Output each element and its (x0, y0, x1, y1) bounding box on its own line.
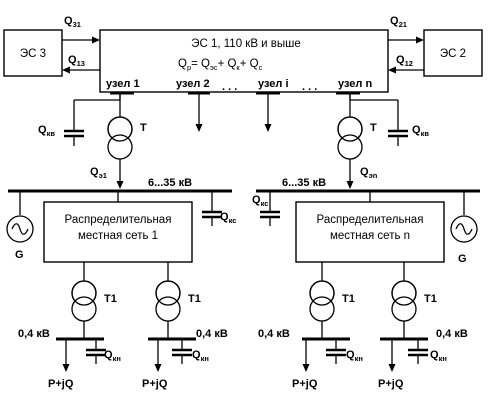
svg-text:G: G (458, 253, 467, 265)
svg-text:местная сеть 1: местная сеть 1 (78, 230, 158, 242)
svg-text:Qкс: Qкс (252, 194, 268, 208)
es3-block: ЭС 3 (3, 29, 63, 77)
es1-block: ЭС 1, 110 кВ и выше Qр= Qэс+ Qк+ Qс узел… (99, 29, 389, 95)
right-lv-bus-b: 0,4 кВ P+jQ Qкн (378, 328, 468, 390)
right-t1-a: Т1 (309, 262, 355, 338)
left-transformer-t: Т Qэ1 (90, 93, 147, 189)
right-bus-capacitor: Qкс (252, 191, 280, 226)
svg-text:Q21: Q21 (390, 15, 407, 29)
right-flow-qen: Qэn (360, 166, 378, 180)
es3-label: ЭС 3 (20, 48, 46, 60)
svg-text:0,4 кВ: 0,4 кВ (258, 328, 290, 340)
node-dots-1: . . . (222, 81, 237, 93)
svg-text:0,4 кВ: 0,4 кВ (436, 328, 468, 340)
node-i-label: узел i (258, 78, 289, 90)
svg-text:Т1: Т1 (342, 293, 355, 305)
svg-text:P+jQ: P+jQ (48, 378, 74, 390)
node-1-label: узел 1 (106, 78, 140, 90)
svg-text:местная сеть n: местная сеть n (330, 230, 410, 242)
es2-label: ЭС 2 (440, 48, 466, 60)
node-i-flow (264, 93, 272, 132)
left-mv-voltage: 6...35 кВ (148, 177, 192, 189)
svg-text:Qкн: Qкн (430, 349, 447, 363)
svg-text:0,4 кВ: 0,4 кВ (18, 328, 50, 340)
right-distribution-network: Распределительная местная сеть n (295, 191, 445, 263)
svg-text:Т1: Т1 (188, 293, 201, 305)
left-transformer-label: Т (140, 122, 147, 134)
node-n-label: узел n (338, 78, 372, 90)
node-dots-2: . . . (302, 81, 317, 93)
node-2-label: узел 2 (176, 78, 210, 90)
right-mv-bus: 6...35 кВ (256, 177, 480, 193)
left-mv-bus: 6...35 кВ (8, 177, 232, 193)
svg-text:Распределительная: Распределительная (317, 214, 424, 226)
node-2-flow (195, 93, 203, 132)
es2-block: ЭС 2 (423, 29, 483, 77)
svg-text:Т1: Т1 (424, 293, 437, 305)
svg-text:0,4 кВ: 0,4 кВ (196, 328, 228, 340)
flow-q12: Q12 (388, 54, 424, 74)
right-node-capacitor: Qкв (349, 93, 429, 146)
left-node-capacitor: Qкв (38, 93, 121, 146)
svg-text:Qкн: Qкн (192, 349, 209, 363)
svg-text:Т1: Т1 (104, 293, 117, 305)
left-t1-b: Т1 (155, 262, 201, 338)
left-lv-bus-a: 0,4 кВ P+jQ Qкн (18, 328, 121, 390)
svg-text:Q13: Q13 (68, 54, 85, 68)
svg-text:Q12: Q12 (396, 54, 413, 68)
svg-text:Q31: Q31 (64, 15, 81, 29)
right-t1-b: Т1 (391, 262, 437, 338)
svg-text:P+jQ: P+jQ (292, 378, 318, 390)
right-transformer-t: Т Qэn (337, 93, 378, 189)
svg-text:Qкс: Qкс (220, 211, 236, 225)
flow-q13: Q13 (62, 54, 100, 74)
right-transformer-label: Т (370, 122, 377, 134)
right-mv-voltage: 6...35 кВ (282, 177, 326, 189)
left-generator: G (6, 191, 34, 261)
es1-title: ЭС 1, 110 кВ и выше (191, 38, 301, 50)
svg-text:Распределительная: Распределительная (65, 214, 172, 226)
svg-text:P+jQ: P+jQ (142, 378, 168, 390)
left-t1-a: Т1 (71, 262, 117, 338)
svg-text:Qкв: Qкв (412, 124, 429, 138)
left-bus-capacitor: Qкс (202, 191, 236, 226)
svg-text:P+jQ: P+jQ (378, 378, 404, 390)
right-lv-bus-a: 0,4 кВ P+jQ Qкн (258, 328, 363, 390)
left-lv-bus-b: 0,4 кВ P+jQ Qкн (142, 328, 228, 390)
svg-text:Qкв: Qкв (38, 124, 55, 138)
svg-text:Qкн: Qкн (104, 349, 121, 363)
reactive-balance-equation: Qр= Qэс+ Qк+ Qс (178, 58, 263, 72)
left-distribution-network: Распределительная местная сеть 1 (43, 191, 193, 263)
right-generator: G (450, 191, 478, 265)
flow-q21: Q21 (388, 15, 424, 44)
left-flow-qe1: Qэ1 (90, 166, 107, 180)
svg-text:G: G (15, 249, 24, 261)
flow-q31: Q31 (62, 15, 100, 44)
svg-text:Qкн: Qкн (346, 349, 363, 363)
